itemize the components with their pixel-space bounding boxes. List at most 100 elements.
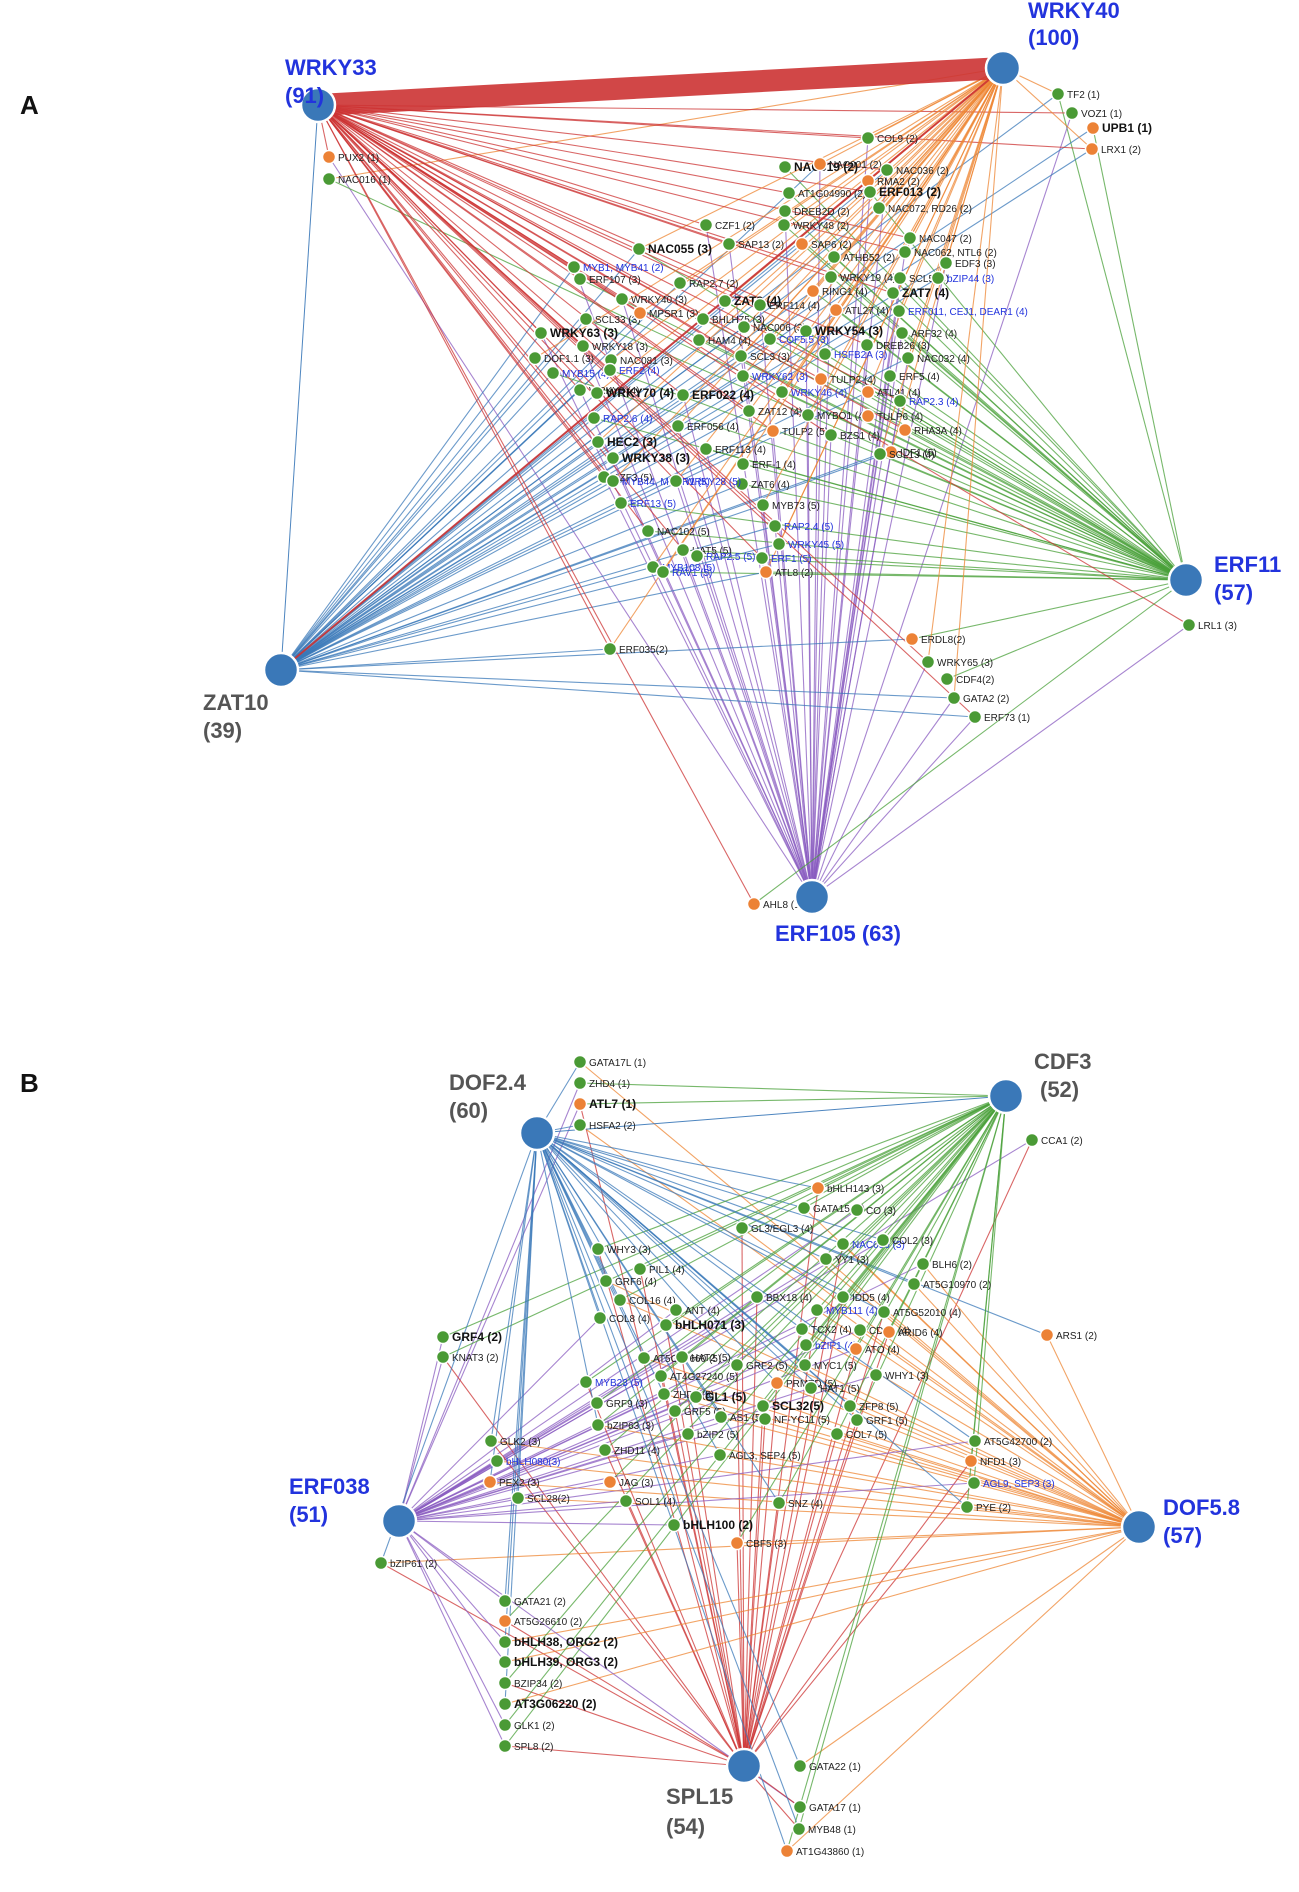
hub-edge bbox=[536, 1095, 1007, 1134]
edge-erf11 bbox=[911, 579, 1187, 640]
target-label: TULP2 (5) bbox=[782, 427, 828, 438]
hub-name: DOF5.8 bbox=[1163, 1495, 1240, 1520]
panel-a-nodes: PUX2 (1)NAC016 (1)TF2 (1)VOZ1 (1)UPB1 (1… bbox=[203, 0, 1281, 946]
edge-cdf3 bbox=[856, 1095, 1007, 1421]
hub-name: CDF3 bbox=[1034, 1049, 1091, 1074]
target-node bbox=[695, 311, 711, 327]
target-node bbox=[597, 1442, 613, 1458]
edge-erf105-63- bbox=[811, 661, 929, 898]
edge-cdf3 bbox=[674, 1095, 1007, 1412]
edge-dof2-4 bbox=[536, 1132, 858, 1421]
target-label: CO (3) bbox=[866, 1206, 896, 1217]
target-label: SOL1 (4) bbox=[635, 1497, 676, 1508]
edge-dof5-8 bbox=[504, 1526, 1140, 1663]
edge-erf038 bbox=[398, 1396, 697, 1522]
target-label: GATA17 (1) bbox=[809, 1803, 861, 1814]
target-node bbox=[675, 542, 691, 558]
target-node bbox=[666, 1517, 682, 1533]
target-node bbox=[904, 631, 920, 647]
target-label: HAT2 (5) bbox=[691, 1353, 731, 1364]
target-node bbox=[572, 1054, 588, 1070]
target-node bbox=[602, 362, 618, 378]
edge-wrky33 bbox=[317, 104, 612, 361]
edge-erf105-63- bbox=[705, 448, 813, 898]
hub-count: (39) bbox=[203, 718, 242, 743]
edge-erf11 bbox=[835, 309, 1187, 581]
edge-dof2-4 bbox=[536, 1132, 721, 1456]
target-label: PIL1 (4) bbox=[649, 1265, 685, 1276]
hub-name: WRKY40 bbox=[1028, 0, 1120, 23]
edge-erf105-63- bbox=[540, 332, 813, 898]
target-label: SNZ (4) bbox=[788, 1499, 823, 1510]
target-label: NAC047 (2) bbox=[919, 234, 972, 245]
edge-erf038 bbox=[398, 1309, 677, 1522]
edge-erf105-63- bbox=[582, 345, 813, 898]
edge-cdf3 bbox=[741, 1095, 1007, 1229]
target-label: WRKY65 (3) bbox=[937, 658, 993, 669]
target-label: WRKY70 (4) bbox=[606, 386, 674, 400]
target-label: COL8 (4) bbox=[609, 1314, 650, 1325]
hub-count: (57) bbox=[1214, 580, 1253, 605]
target-node bbox=[812, 156, 828, 172]
target-node bbox=[915, 1256, 931, 1272]
target-label: WRKY38 (3) bbox=[622, 451, 690, 465]
target-node bbox=[860, 130, 876, 146]
edge-dof5-8 bbox=[504, 1526, 1140, 1643]
target-node bbox=[640, 523, 656, 539]
edge-erf11 bbox=[784, 166, 1187, 581]
edge-zat10 bbox=[280, 638, 913, 671]
target-node bbox=[321, 171, 337, 187]
edge-spl15 bbox=[660, 1375, 745, 1767]
target-node bbox=[902, 230, 918, 246]
target-node bbox=[435, 1329, 451, 1345]
edge-erf105-63- bbox=[774, 525, 813, 898]
edge-cdf3 bbox=[504, 1095, 1007, 1684]
target-node bbox=[757, 1411, 773, 1427]
edge-dof5-8 bbox=[849, 1405, 1140, 1528]
target-node bbox=[721, 236, 737, 252]
target-node bbox=[497, 1717, 513, 1733]
target-label: MYB1, MYB41 (2) bbox=[583, 263, 664, 274]
edge-erf038 bbox=[398, 1356, 683, 1522]
edge-cdf3 bbox=[778, 1095, 1007, 1504]
target-node bbox=[572, 1117, 588, 1133]
edge-wrky40 bbox=[677, 67, 1004, 427]
target-node bbox=[572, 1075, 588, 1091]
edge-dof2-4 bbox=[536, 1132, 819, 1189]
edge-zat10 bbox=[280, 389, 581, 671]
edge-dof2-4 bbox=[536, 1132, 805, 1209]
target-node bbox=[321, 149, 337, 165]
target-label: ATO (4) bbox=[865, 1345, 900, 1356]
target-node bbox=[794, 1321, 810, 1337]
target-label: NAC001 (2) bbox=[829, 160, 882, 171]
panel-a-edges bbox=[280, 57, 1190, 905]
edge-dof2-4 bbox=[380, 1132, 538, 1564]
edge-spl15 bbox=[743, 1382, 778, 1767]
target-node bbox=[656, 1386, 672, 1402]
edge-dof5-8 bbox=[842, 1243, 1140, 1528]
hub-name: ERF038 bbox=[289, 1474, 370, 1499]
edge-erf105-63- bbox=[807, 414, 813, 898]
edge-dof5-8 bbox=[504, 1526, 1140, 1705]
target-label: IDF1 (5) bbox=[900, 448, 937, 459]
edge-erf11 bbox=[889, 375, 1187, 581]
target-label: COL2 (3) bbox=[892, 1236, 933, 1247]
edge-dof2-4 bbox=[489, 1132, 538, 1483]
target-label: GATA15 (3) bbox=[813, 1204, 865, 1215]
hub-node bbox=[793, 878, 831, 916]
edge-wrky40 bbox=[742, 67, 1004, 465]
edge-dof5-8 bbox=[836, 1433, 1140, 1528]
edge-erf105-63- bbox=[811, 332, 903, 898]
target-node bbox=[746, 896, 762, 912]
hub-edge bbox=[317, 57, 1004, 116]
target-label: WHY3 (3) bbox=[607, 1245, 651, 1256]
edge-erf11 bbox=[765, 571, 1187, 581]
target-label: RAP2.5 (5) bbox=[706, 552, 755, 563]
edge-wrky33 bbox=[317, 104, 614, 459]
edge-zat10 bbox=[280, 543, 780, 671]
target-label: BZIP34 (2) bbox=[514, 1679, 562, 1690]
target-label: WRKY63 (3) bbox=[550, 326, 618, 340]
target-label: WRKY45 (5) bbox=[788, 540, 844, 551]
edge-erf11 bbox=[946, 579, 1187, 680]
target-label: RAP2.4 (5) bbox=[784, 522, 833, 533]
